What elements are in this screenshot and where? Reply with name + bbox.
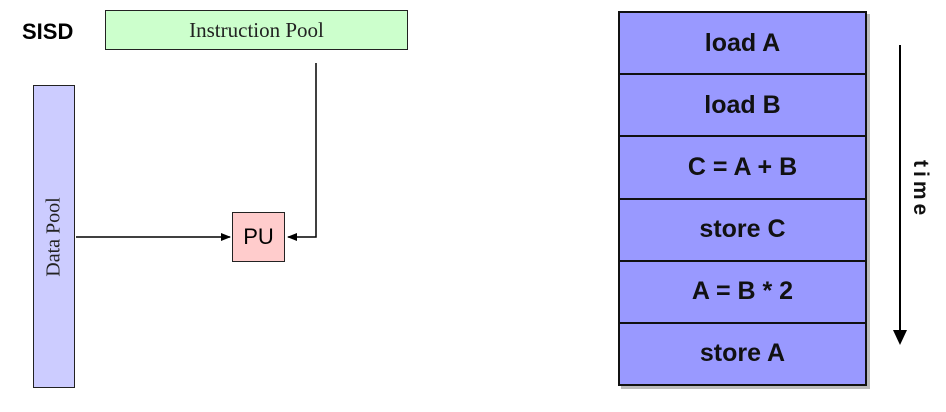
instruction-row-store-c: store C (620, 199, 865, 262)
instruction-row-load-b: load B (620, 75, 865, 138)
instruction-row-multiply: A = B * 2 (620, 261, 865, 324)
instruction-pool-box: Instruction Pool (105, 10, 408, 50)
time-axis-label: time (909, 160, 932, 220)
processing-unit-box: PU (232, 212, 285, 262)
processing-unit-label: PU (243, 224, 274, 249)
time-arrow-head (893, 330, 907, 345)
instruction-row-store-a: store A (620, 323, 865, 385)
instruction-stack: load A load B C = A + B store C A = B * … (618, 11, 867, 386)
instruction-row-add: C = A + B (620, 137, 865, 200)
data-pool-label: Data Pool (42, 196, 65, 277)
data-pool-box: Data Pool (33, 85, 75, 388)
instruction-row-load-a: load A (620, 13, 865, 76)
instruction-to-pu-arrow (287, 63, 317, 241)
sisd-title: SISD (22, 19, 74, 44)
instruction-pool-label: Instruction Pool (189, 17, 324, 42)
